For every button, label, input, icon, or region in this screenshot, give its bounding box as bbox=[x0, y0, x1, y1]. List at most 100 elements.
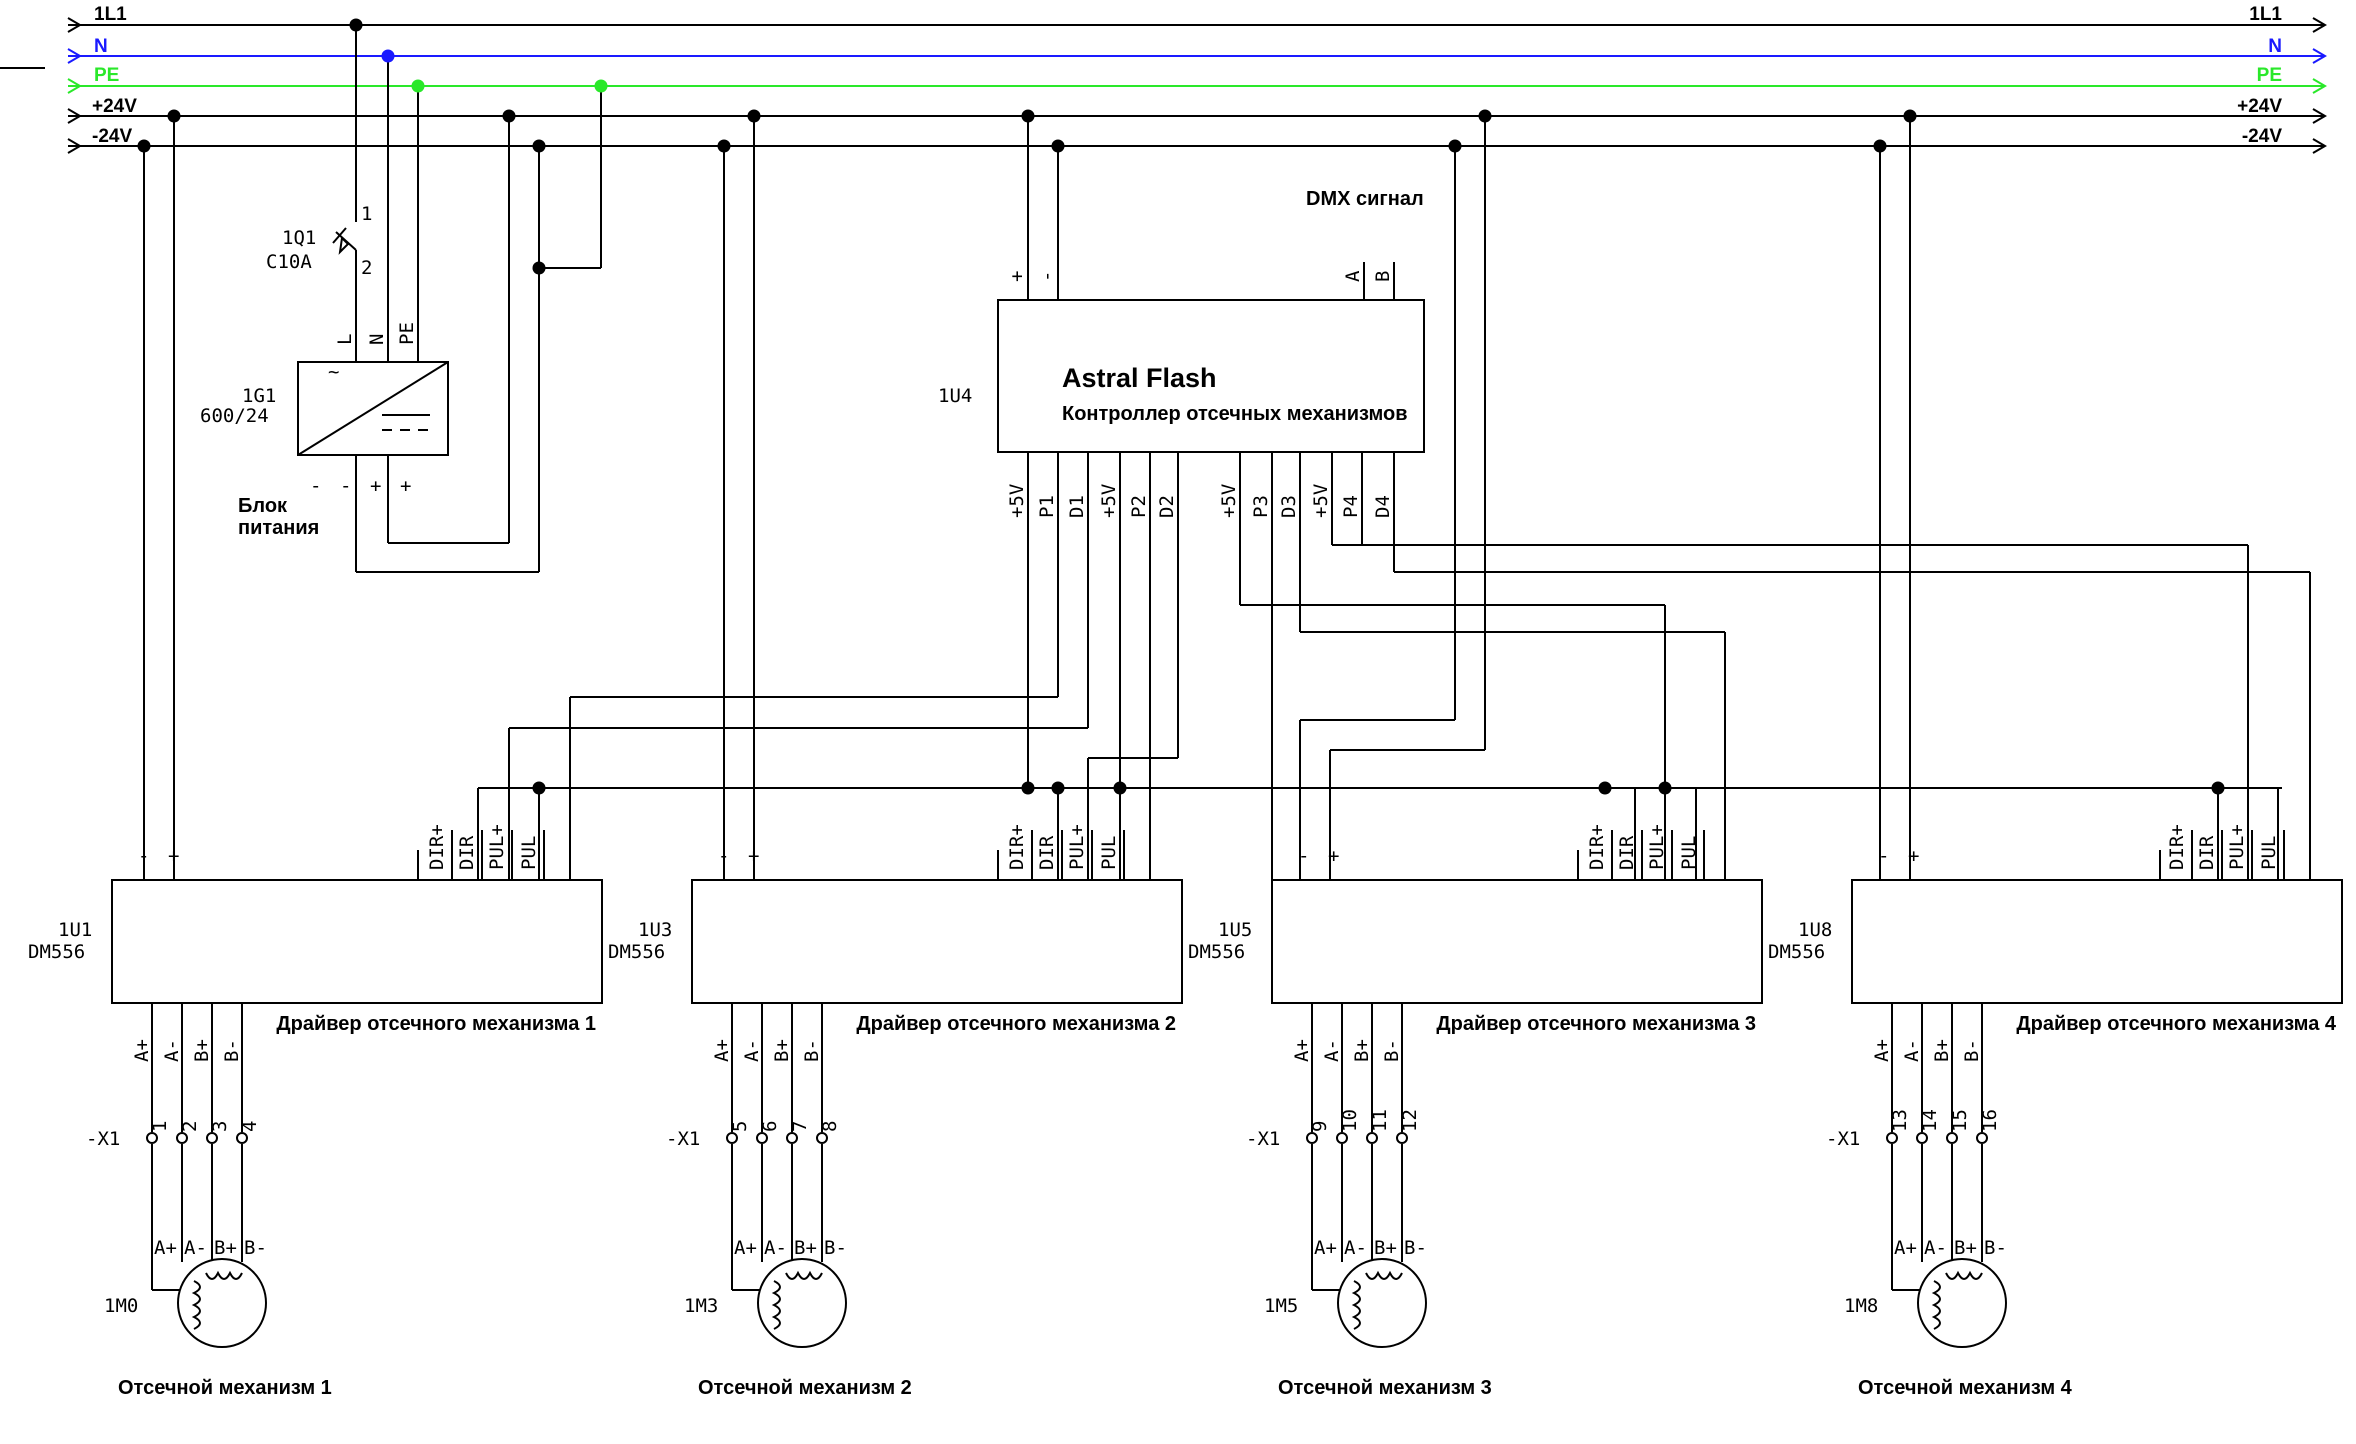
driver-motor-pin: B- bbox=[1381, 1039, 1403, 1062]
bus-l1-label-left: 1L1 bbox=[94, 4, 127, 25]
terminal-number: 15 bbox=[1949, 1109, 1971, 1132]
driver-model: DM556 bbox=[28, 941, 85, 963]
driver-motor-pin: B- bbox=[801, 1039, 823, 1062]
driver-motor-pin: B+ bbox=[1931, 1039, 1953, 1062]
driver-motor-pin: B+ bbox=[771, 1039, 793, 1062]
psu-out-pin-3: + bbox=[370, 475, 381, 497]
motor-pin: A+ bbox=[734, 1237, 757, 1259]
driver-signal-pin: PUL bbox=[2258, 836, 2280, 870]
motor-ref: 1M0 bbox=[104, 1295, 138, 1317]
motor-pin: B+ bbox=[214, 1237, 237, 1259]
junction-dots bbox=[137, 18, 2225, 795]
psu-ac-symbol: ~ bbox=[328, 361, 339, 383]
controller-out-pin: D4 bbox=[1372, 495, 1394, 518]
controller-ref: 1U4 bbox=[938, 385, 972, 407]
psu-out-pin-1: - bbox=[310, 475, 321, 497]
terminal-block-label: -X1 bbox=[666, 1128, 700, 1150]
terminal-block-label: -X1 bbox=[1246, 1128, 1280, 1150]
bus-labels: 1L1 N PE +24V -24V 1L1 N PE +24V -24V bbox=[92, 4, 2282, 147]
psu-labels: 1G1 600/24 Блок питания ~ L N PE - - + + bbox=[200, 322, 418, 539]
motor-title: Отсечной механизм 1 bbox=[118, 1377, 332, 1399]
motor-pin: B- bbox=[1984, 1237, 2007, 1259]
driver-motor-pin: A- bbox=[1901, 1039, 1923, 1062]
driver-model: DM556 bbox=[1768, 941, 1825, 963]
motor-ref: 1M3 bbox=[684, 1295, 718, 1317]
driver-motor-pin: B+ bbox=[191, 1039, 213, 1062]
controller-out-pin: D1 bbox=[1066, 495, 1088, 518]
driver-power-pin: - bbox=[1878, 845, 1889, 867]
driver-title: Драйвер отсечного механизма 3 bbox=[1436, 1013, 1756, 1035]
psu-in-pin-l: L bbox=[334, 334, 356, 345]
motor-title: Отсечной механизм 4 bbox=[1858, 1377, 2073, 1399]
driver-2-box bbox=[691, 879, 1183, 1004]
psu-ref: 1G1 bbox=[242, 385, 276, 407]
driver-ref: 1U1 bbox=[58, 919, 92, 941]
motor-pin: A+ bbox=[1314, 1237, 1337, 1259]
driver-motor-pin: A+ bbox=[1871, 1039, 1893, 1062]
motor-pin: B- bbox=[1404, 1237, 1427, 1259]
bus-l1-label-right: 1L1 bbox=[2249, 4, 2282, 25]
driver-ref: 1U5 bbox=[1218, 919, 1252, 941]
controller-labels: 1U4 Astral Flash Контроллер отсечных мех… bbox=[938, 188, 1424, 425]
driver-signal-pin: PUL bbox=[1678, 836, 1700, 870]
bus-pe-label-right: PE bbox=[2257, 65, 2282, 86]
controller-out-pin: P3 bbox=[1250, 495, 1272, 518]
driver-title: Драйвер отсечного механизма 2 bbox=[856, 1013, 1176, 1035]
motor-pin: B- bbox=[244, 1237, 267, 1259]
motor-title: Отсечной механизм 2 bbox=[698, 1377, 912, 1399]
controller-out-pin: P2 bbox=[1128, 495, 1150, 518]
terminal-number: 4 bbox=[239, 1121, 261, 1132]
driver-signal-pin: DIR+ bbox=[2166, 824, 2188, 870]
terminal-number: 9 bbox=[1309, 1121, 1331, 1132]
controller-pin-minus: - bbox=[1036, 271, 1058, 282]
driver-motor-pin: A+ bbox=[131, 1039, 153, 1062]
bus-n-label-right: N bbox=[2268, 36, 2282, 57]
driver-signal-pin: PUL bbox=[518, 836, 540, 870]
driver-1-box bbox=[111, 879, 603, 1004]
motor-pin: A- bbox=[1924, 1237, 1947, 1259]
breaker-ref: 1Q1 bbox=[282, 227, 316, 249]
psu-out-pin-2: - bbox=[340, 475, 351, 497]
driver-motor-pin: A+ bbox=[711, 1039, 733, 1062]
driver-signal-pin: DIR+ bbox=[1586, 824, 1608, 870]
psu-in-pin-pe: PE bbox=[396, 322, 418, 345]
motor-pin: A- bbox=[184, 1237, 207, 1259]
motor-pin: A+ bbox=[154, 1237, 177, 1259]
terminal-number: 14 bbox=[1919, 1109, 1941, 1132]
bus-p24-label-right: +24V bbox=[2237, 96, 2282, 117]
controller-out-pin: P1 bbox=[1036, 495, 1058, 518]
psu-in-pin-n: N bbox=[366, 334, 388, 345]
motor-pin: A+ bbox=[1894, 1237, 1917, 1259]
terminal-number: 8 bbox=[819, 1121, 841, 1132]
controller-out-pin: +5V bbox=[1098, 484, 1120, 518]
driver-power-pin: - bbox=[718, 845, 729, 867]
controller-out-pin: +5V bbox=[1310, 484, 1332, 518]
driver-3-box bbox=[1271, 879, 1763, 1004]
motor-ref: 1M5 bbox=[1264, 1295, 1298, 1317]
breaker-labels: 1Q1 C10A 1 2 bbox=[266, 203, 372, 279]
wiring bbox=[0, 17, 2343, 1348]
driver-motor-pin: A- bbox=[741, 1039, 763, 1062]
controller-out-pin: D3 bbox=[1278, 495, 1300, 518]
controller-out-pin: +5V bbox=[1006, 484, 1028, 518]
bus-m24-label-right: -24V bbox=[2242, 126, 2282, 147]
driver-signal-pin: PUL+ bbox=[486, 824, 508, 870]
terminal-number: 7 bbox=[789, 1121, 811, 1132]
controller-out-pin: +5V bbox=[1218, 484, 1240, 518]
bus-m24-label-left: -24V bbox=[92, 126, 132, 147]
terminal-number: 13 bbox=[1889, 1109, 1911, 1132]
driver-model: DM556 bbox=[1188, 941, 1245, 963]
terminal-number: 11 bbox=[1369, 1109, 1391, 1132]
terminal-number: 1 bbox=[149, 1121, 171, 1132]
driver-signal-pin: PUL+ bbox=[1646, 824, 1668, 870]
driver-title: Драйвер отсечного механизма 4 bbox=[2016, 1013, 2336, 1035]
driver-signal-pin: DIR+ bbox=[1006, 824, 1028, 870]
motor-ref: 1M8 bbox=[1844, 1295, 1878, 1317]
driver-power-pin: + bbox=[168, 845, 179, 867]
breaker-pin-1: 1 bbox=[361, 203, 372, 225]
controller-box bbox=[997, 299, 1425, 453]
psu-label-line2: питания bbox=[238, 517, 319, 539]
terminal-number: 12 bbox=[1399, 1109, 1421, 1132]
